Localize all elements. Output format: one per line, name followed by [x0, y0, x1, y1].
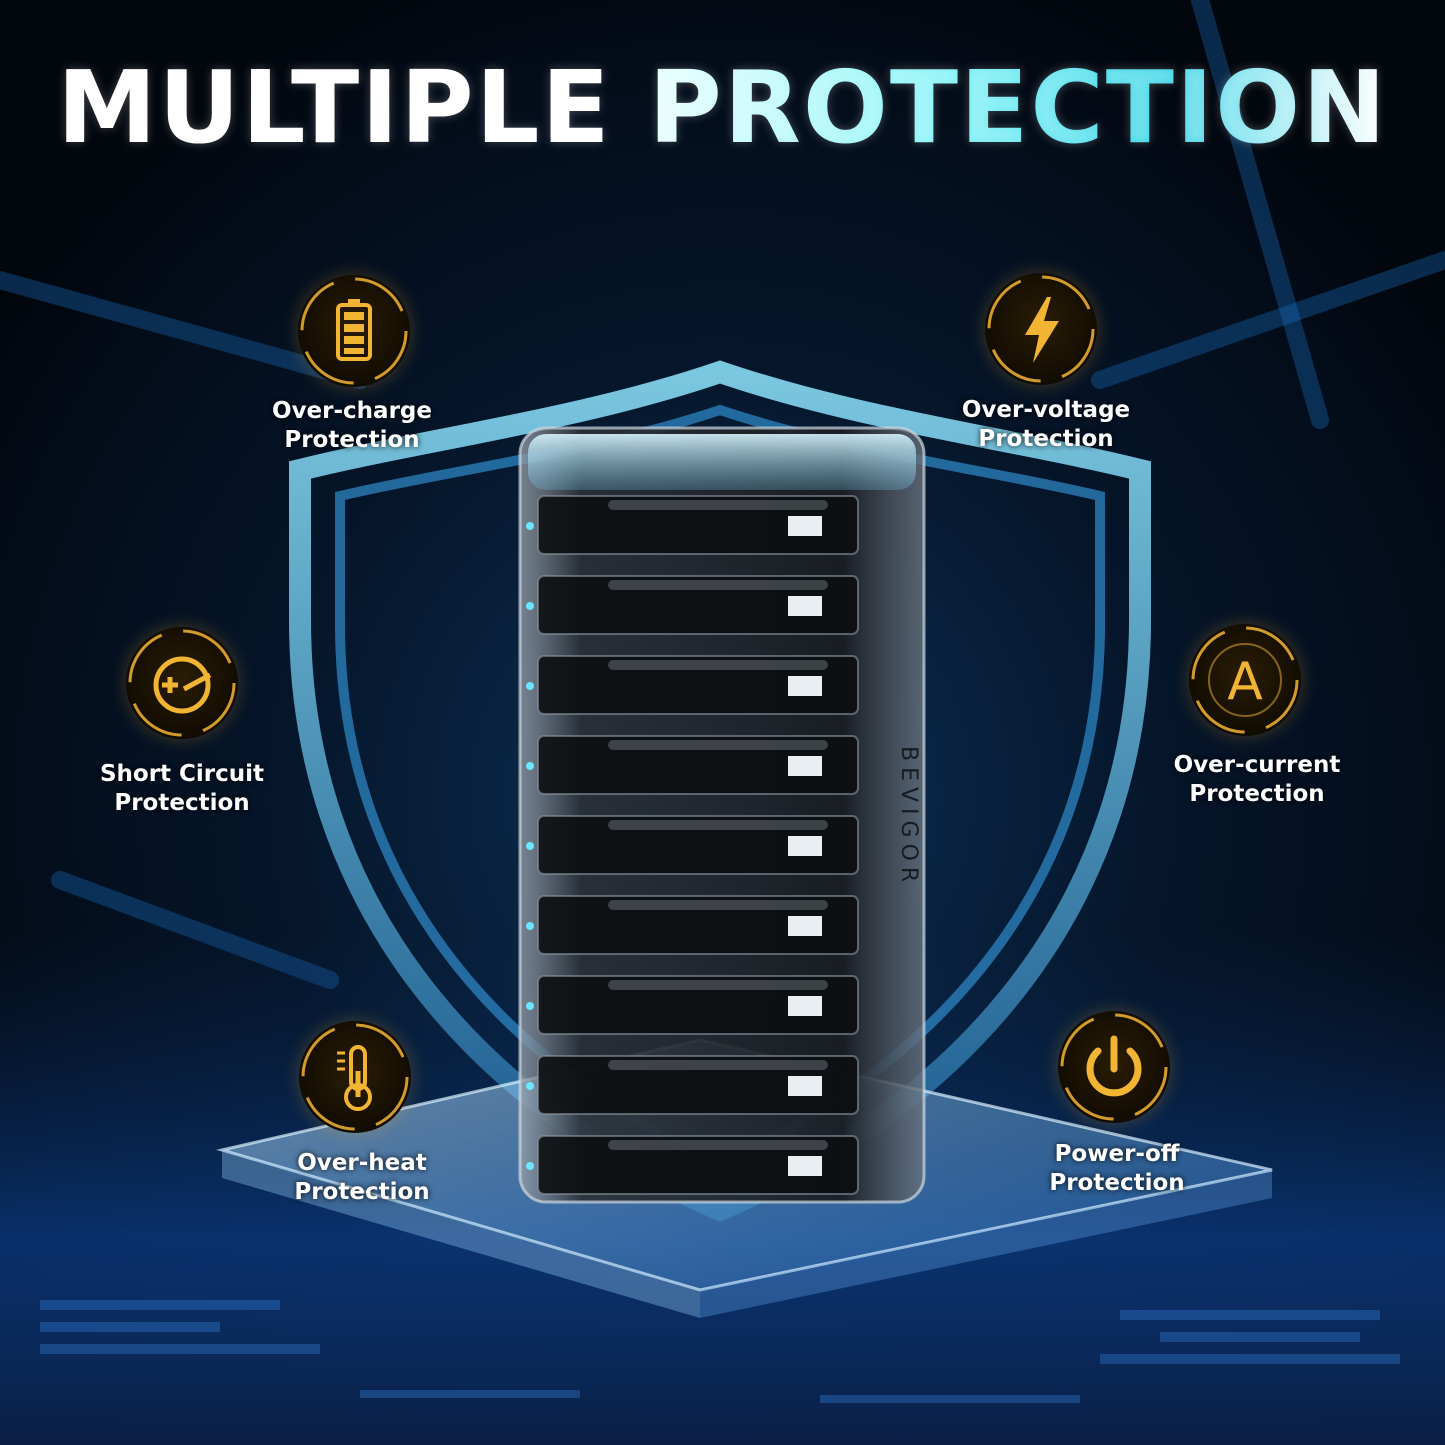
usb-plug-tab: [788, 996, 822, 1016]
status-led: [526, 522, 534, 530]
usb-plug-tab: [788, 836, 822, 856]
usb-plug-tab: [788, 1076, 822, 1096]
status-led: [526, 922, 534, 930]
label-over-charge: Over-charge Protection: [272, 398, 432, 453]
power-icon: [1060, 1013, 1168, 1121]
usb-port-row: [526, 495, 859, 555]
usb-plug-tab: [788, 1156, 822, 1176]
page-title: MULTIPLE PROTECTION: [0, 58, 1445, 158]
usb-port-row: [526, 575, 859, 635]
status-led: [526, 682, 534, 690]
badge-over-current: A: [1189, 624, 1301, 736]
usb-port-row: [526, 655, 859, 715]
ampere-icon: A: [1191, 626, 1299, 734]
badge-over-heat: [299, 1021, 411, 1133]
lightning-bolt-icon: [987, 275, 1095, 383]
badge-over-voltage: [985, 273, 1097, 385]
usb-port-group: [526, 495, 859, 1195]
status-led: [526, 1082, 534, 1090]
badge-over-charge: [298, 275, 410, 387]
title-part-cyan: PROTECTION: [648, 49, 1388, 166]
usb-plug-tab: [788, 516, 822, 536]
brand-logo: BEVIGOR: [896, 746, 921, 888]
title-part-white: MULTIPLE: [57, 49, 649, 166]
usb-plug-tab: [788, 916, 822, 936]
status-led: [526, 762, 534, 770]
status-led: [526, 1002, 534, 1010]
label-over-heat: Over-heat Protection: [294, 1150, 430, 1205]
usb-port-row: [526, 895, 859, 955]
charger-device-graphic: BEVIGOR: [518, 426, 926, 1204]
usb-port-row: [526, 735, 859, 795]
usb-port-row: [526, 1055, 859, 1115]
svg-text:A: A: [1227, 652, 1263, 712]
usb-c-port-row: [526, 815, 859, 875]
label-over-current: Over-current Protection: [1173, 752, 1341, 807]
thermometer-icon: [301, 1023, 409, 1131]
usb-plug-tab: [788, 596, 822, 616]
label-power-off: Power-off Protection: [1049, 1141, 1185, 1196]
usb-port-row: [526, 975, 859, 1035]
label-over-voltage: Over-voltage Protection: [961, 397, 1131, 452]
short-circuit-icon: [128, 629, 236, 737]
charger-device: BEVIGOR: [518, 426, 926, 1204]
label-short-circuit: Short Circuit Protection: [99, 761, 265, 816]
status-led: [526, 1162, 534, 1170]
battery-icon: [300, 277, 408, 385]
usb-plug-tab: [788, 756, 822, 776]
usb-port-row: [526, 1135, 859, 1195]
badge-short-circuit: [126, 627, 238, 739]
usb-plug-tab: [788, 676, 822, 696]
status-led: [526, 842, 534, 850]
badge-power-off: [1058, 1011, 1170, 1123]
status-led: [526, 602, 534, 610]
